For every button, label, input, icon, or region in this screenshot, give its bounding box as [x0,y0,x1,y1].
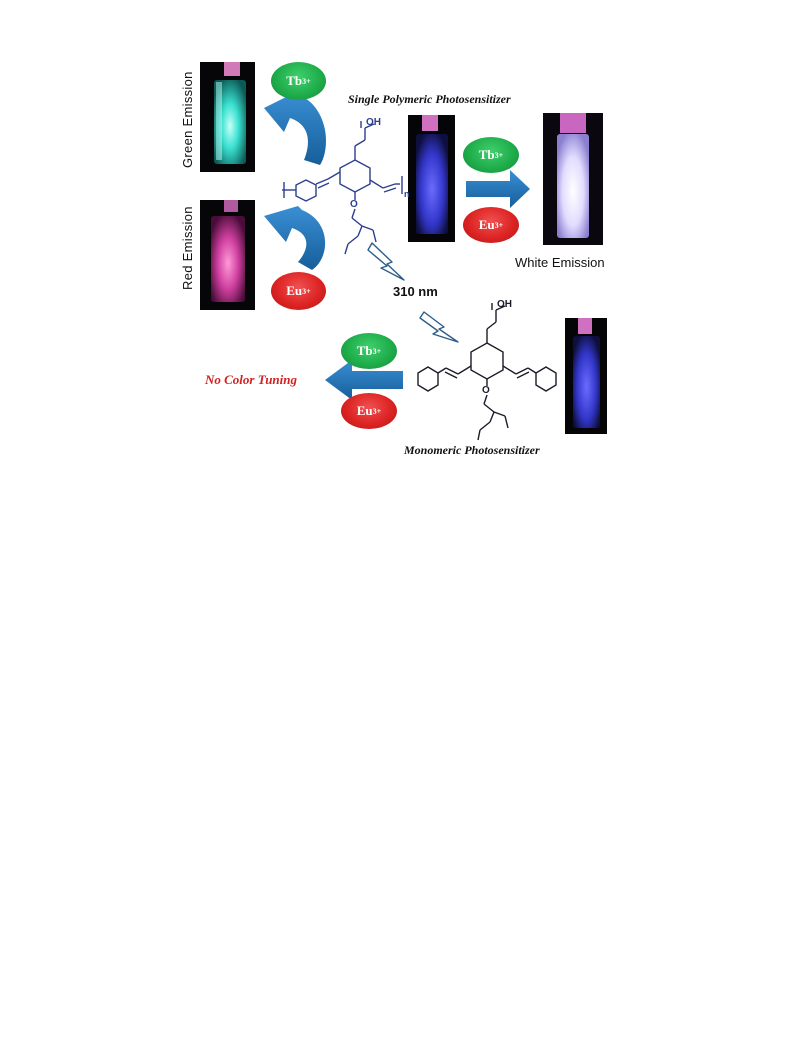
vial-green-emission [200,62,255,172]
tb-ion-symbol: Tb [478,147,495,162]
monomer-acid-label: OH [497,299,512,310]
tb-ion-charge: 3+ [494,150,504,160]
eu-ion-charge: 3+ [302,286,311,296]
vial-white-emission [543,113,603,245]
eu-ion-symbol: Eu [478,217,495,232]
tb-ion-charge: 3+ [372,346,382,356]
polymer-repeat-n-label: n [404,189,410,199]
curved-arrow-green-icon [264,92,326,165]
curved-arrow-red-icon [264,206,326,270]
eu-ion-symbol: Eu [356,403,373,418]
wavelength-label: 310 nm [393,284,438,299]
vial-red-emission [200,200,255,310]
lightning-bolt-icon [367,242,405,281]
monomer-structure [417,303,557,441]
arrow-left-icon [325,360,403,400]
tb-ion-charge: 3+ [302,76,311,86]
polymer-structure [282,121,403,255]
tb-ion-symbol: Tb [356,343,373,358]
monomer-oxygen-label: O [482,385,490,396]
no-color-tuning-label: No Color Tuning [205,372,297,387]
vial-blue-monomer [565,318,607,434]
red-emission-label: Red Emission [180,206,195,290]
white-emission-label: White Emission [515,255,605,270]
polymer-acid-label: OH [366,117,381,128]
vial-blue-polymer [408,115,455,242]
eu-ion-symbol: Eu [286,283,303,298]
tb-ion-symbol: Tb [286,73,303,88]
polymer-oxygen-label: O [350,199,358,210]
eu-ion-charge: 3+ [494,220,504,230]
monomeric-title: Monomeric Photosensitizer [404,443,540,457]
single-polymeric-title: Single Polymeric Photosensitizer [348,92,511,106]
eu-ion-charge: 3+ [372,406,382,416]
lightning-bolt-icon-2 [419,311,459,343]
arrow-right-icon [466,170,530,208]
green-emission-label: Green Emission [180,71,195,168]
